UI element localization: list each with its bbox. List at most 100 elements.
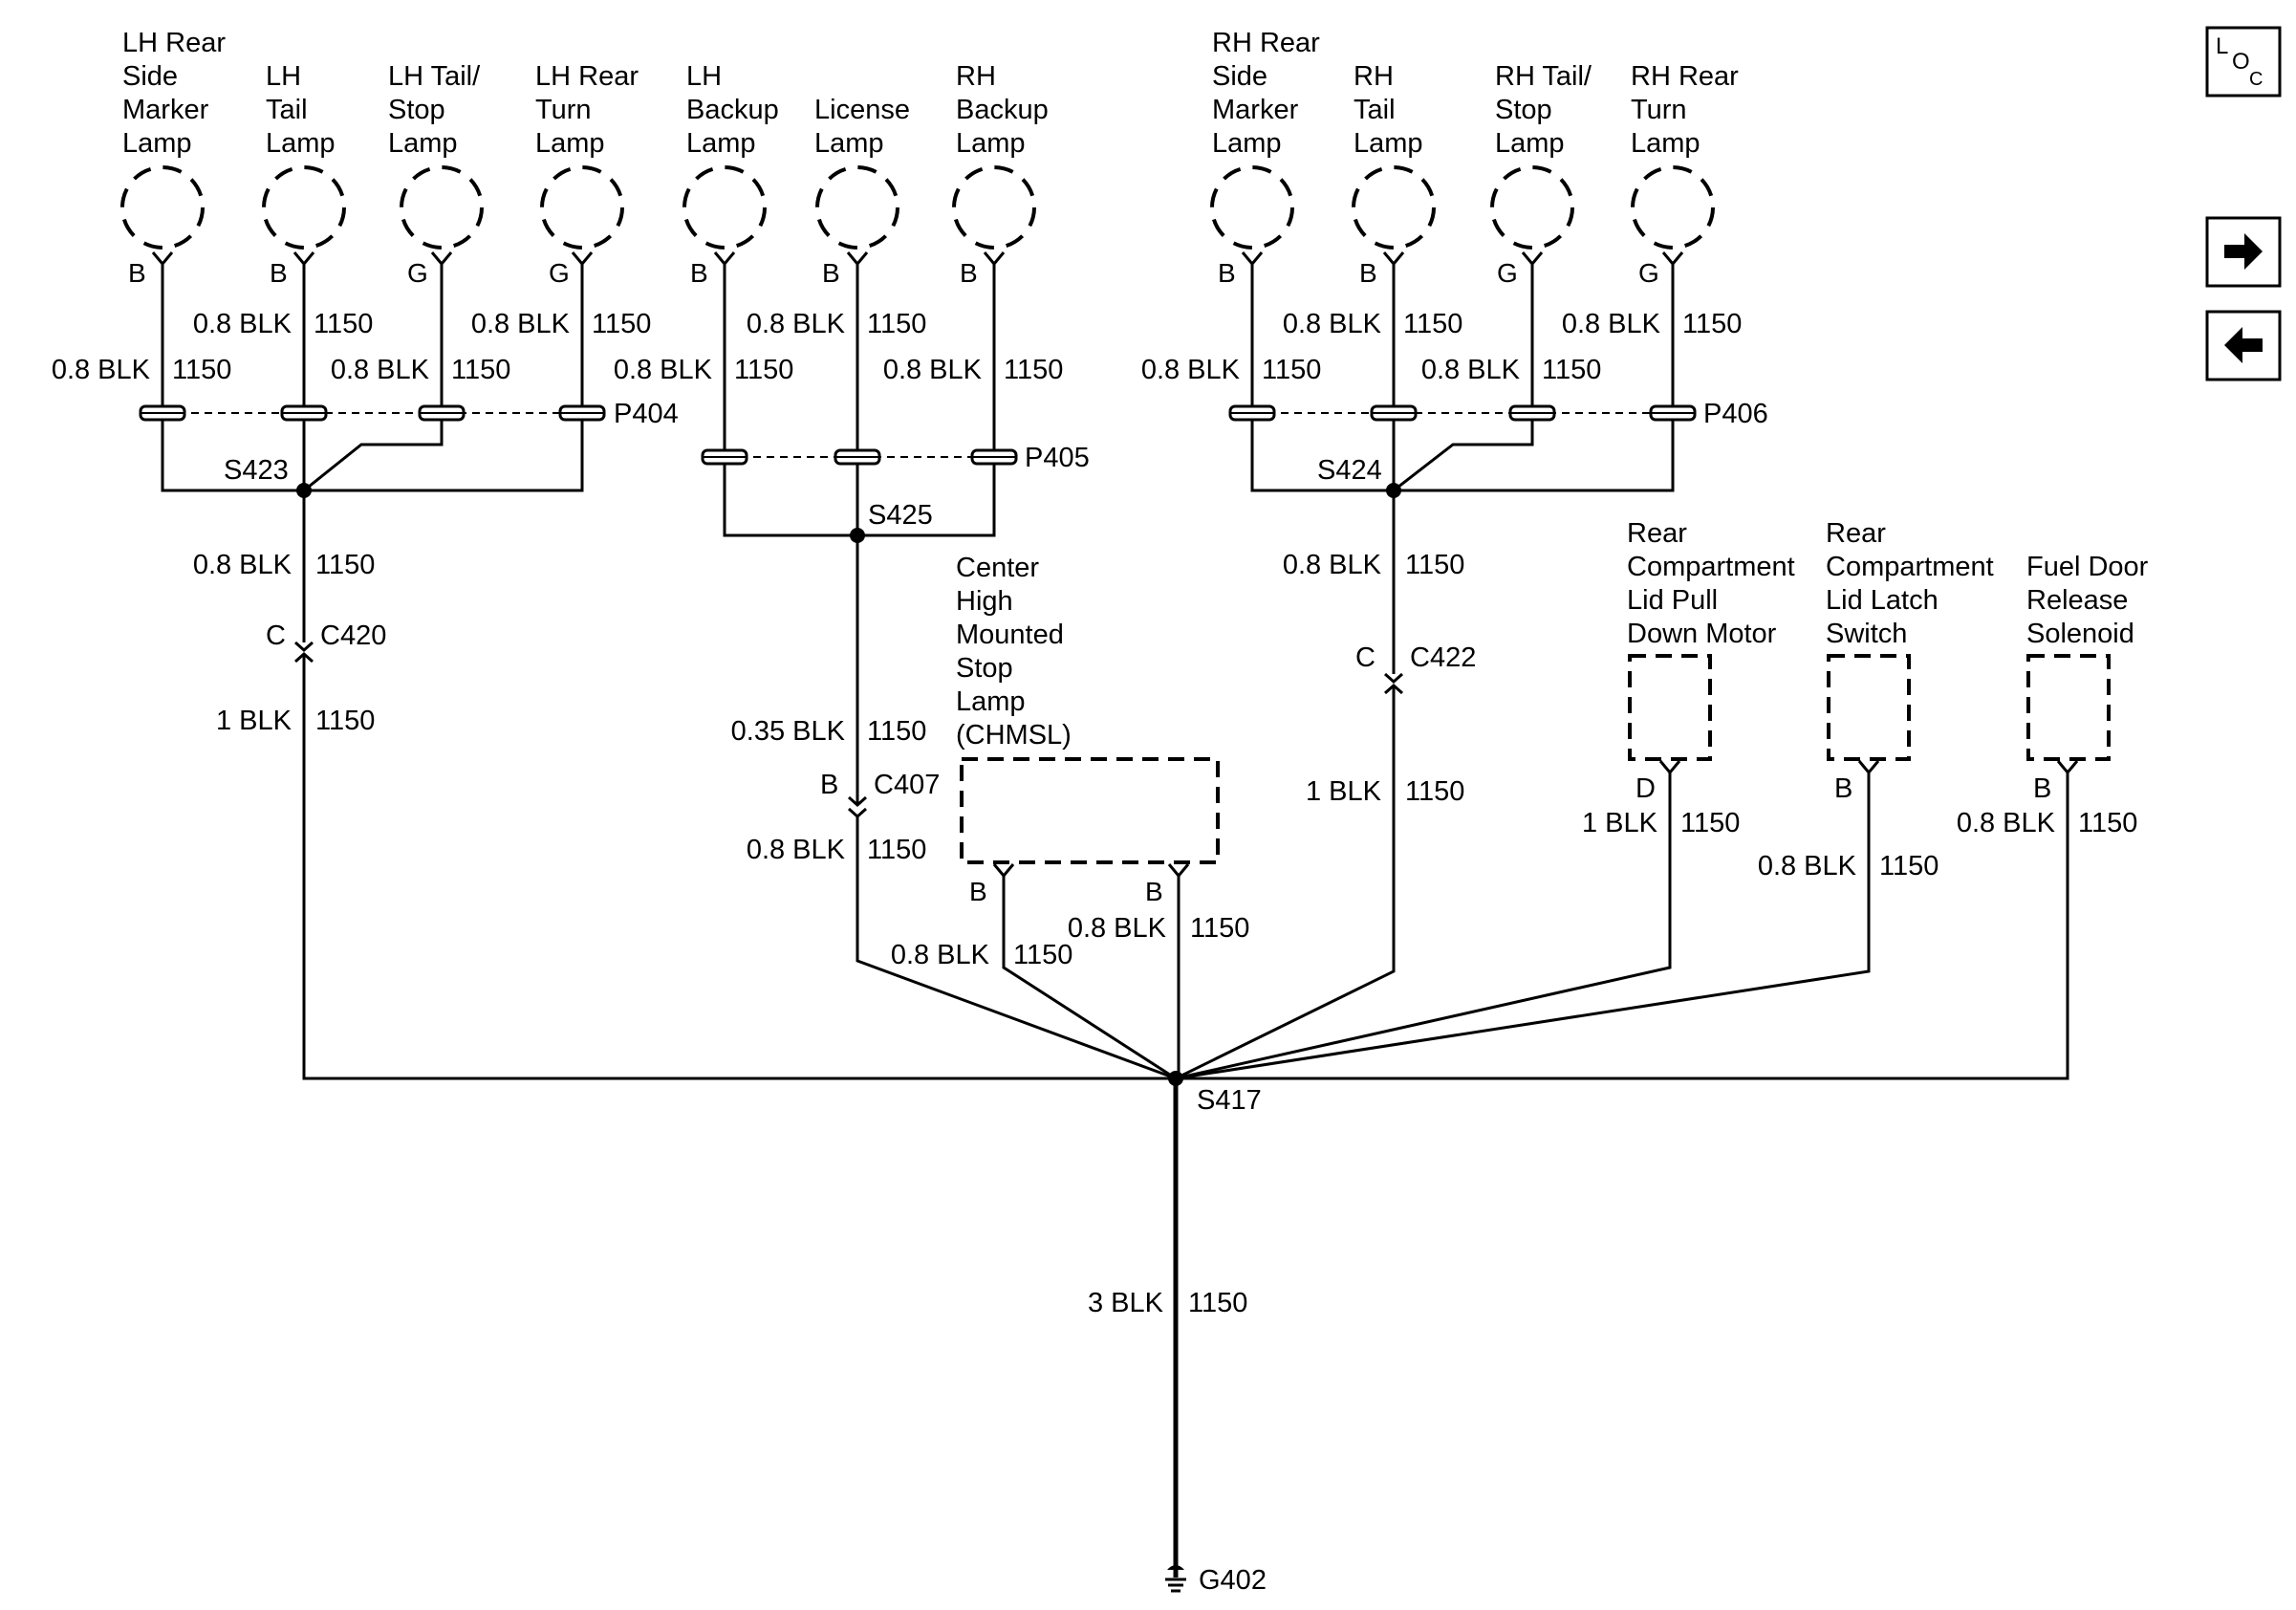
wire-gauge-label: 0.8 BLK — [52, 355, 151, 385]
pin-label: D — [1635, 773, 1656, 804]
wire-gauge-label: 0.8 BLK — [891, 940, 990, 970]
pin-label: G — [407, 258, 428, 288]
ground-symbol — [1165, 1565, 1186, 1593]
wire-circuit-label: 1150 — [1405, 550, 1464, 580]
loc-icon-letter: L — [2216, 33, 2228, 59]
splice-label-s417: S417 — [1197, 1085, 1262, 1116]
lamp-symbol-lh-tail-stop — [400, 165, 484, 250]
lamp-wires — [161, 264, 1675, 535]
lamp-symbol-lh-rear-side-marker — [120, 165, 205, 250]
pin-label: B — [690, 258, 708, 288]
connector-label-c420: C420 — [320, 620, 386, 651]
lamp-symbol-rh-tail — [1352, 165, 1436, 250]
component-symbol — [1628, 654, 1712, 761]
wire-gauge-label: 0.8 BLK — [1068, 913, 1167, 944]
wire-gauge-label: 0.8 BLK — [1141, 355, 1241, 385]
center-branch: 0.35 BLK 1150 B C407 0.8 BLK 1150 — [731, 535, 1177, 1080]
wire-gauge-label: 1 BLK — [216, 706, 292, 736]
wire-gauge-label: 0.8 BLK — [471, 309, 571, 339]
wire-circuit-label: 1150 — [867, 835, 926, 865]
wire-circuit-label: 1150 — [451, 355, 510, 385]
chmsl-symbol — [960, 757, 1220, 864]
wire-circuit-label: 1150 — [1403, 309, 1462, 339]
pin-label: B — [1145, 877, 1163, 906]
lamp-symbol-rh-backup — [952, 165, 1036, 250]
wire-circuit-label: 1150 — [734, 355, 793, 385]
wire-circuit-label: 1150 — [1190, 913, 1249, 944]
wire-circuit-label: 1150 — [1004, 355, 1063, 385]
splice-label-s425: S425 — [868, 500, 933, 531]
pin-label: B — [2033, 773, 2051, 804]
wire-circuit-label: 1150 — [315, 706, 375, 736]
loc-icon[interactable]: L O C — [2205, 26, 2282, 98]
lamp-symbol-rh-rear-side-marker — [1210, 165, 1294, 250]
lamp-symbol-rh-rear-turn — [1631, 165, 1715, 250]
wire-circuit-label: 1150 — [1262, 355, 1321, 385]
wire-gauge-labels: 0.8 BLK 1150 0.8 BLK 1150 0.8 BLK 1150 0… — [52, 309, 1743, 385]
component-symbol — [2026, 654, 2111, 761]
lamp-symbol-license — [815, 165, 899, 250]
lamp-symbols: B B G G B B B B B G G — [120, 165, 1715, 288]
wire-circuit-label: 1150 — [1680, 808, 1740, 838]
pin-label: B — [1218, 258, 1236, 288]
loc-icon-letter: O — [2232, 49, 2250, 75]
wire-gauge-label: 0.8 BLK — [1562, 309, 1661, 339]
wire-circuit-label: 1150 — [1405, 776, 1464, 807]
lamp-symbol-rh-tail-stop — [1490, 165, 1574, 250]
wire-gauge-label: 3 BLK — [1088, 1288, 1164, 1318]
wire-circuit-label: 1150 — [1879, 851, 1939, 881]
pin-label: B — [1359, 258, 1377, 288]
wire-gauge-label: 0.8 BLK — [1758, 851, 1857, 881]
wire-gauge-label: 0.8 BLK — [193, 309, 292, 339]
left-branch: 0.8 BLK 1150 C C420 1 BLK 1150 — [193, 490, 1176, 1080]
connector-pin-label: B — [820, 770, 838, 800]
wire-gauge-label: 0.35 BLK — [731, 716, 846, 747]
wire-gauge-label: 0.8 BLK — [614, 355, 713, 385]
wire-gauge-label: 0.8 BLK — [747, 835, 846, 865]
wire-circuit-label: 1150 — [2078, 808, 2137, 838]
pin-label: B — [128, 258, 146, 288]
pin-label: B — [822, 258, 840, 288]
loc-icon-letter: C — [2249, 69, 2263, 90]
wire-gauge-label: 0.8 BLK — [747, 309, 846, 339]
plug-label-p406: P406 — [1703, 399, 1768, 429]
prev-arrow-icon[interactable] — [2205, 310, 2282, 381]
plug-p404: P404 — [139, 399, 679, 429]
next-arrow-icon[interactable] — [2205, 216, 2282, 288]
plug-p405: P405 — [701, 443, 1090, 473]
lamp-symbol-lh-backup — [682, 165, 767, 250]
wire-circuit-label: 1150 — [592, 309, 651, 339]
pin-label: G — [1497, 258, 1518, 288]
lamp-symbol-lh-rear-turn — [540, 165, 624, 250]
connector-pin-label: C — [1355, 642, 1375, 673]
wire-gauge-label: 0.8 BLK — [1283, 550, 1382, 580]
wire-gauge-label: 1 BLK — [1582, 808, 1658, 838]
right-branch: 0.8 BLK 1150 C C422 1 BLK 1150 — [1175, 490, 1476, 1080]
wire-gauge-label: 0.8 BLK — [193, 550, 292, 580]
lamp-symbol-lh-tail — [262, 165, 346, 250]
ground-label-g402: G402 — [1199, 1565, 1267, 1596]
wire-circuit-label: 1150 — [315, 550, 375, 580]
splice-label-s423: S423 — [224, 455, 289, 486]
pin-label: B — [960, 258, 978, 288]
splice-dots — [296, 483, 1401, 1086]
plug-p406: P406 — [1228, 399, 1768, 429]
wire-gauge-label: 0.8 BLK — [1283, 309, 1382, 339]
pin-label: B — [1834, 773, 1852, 804]
wire-gauge-label: 0.8 BLK — [1957, 808, 2056, 838]
